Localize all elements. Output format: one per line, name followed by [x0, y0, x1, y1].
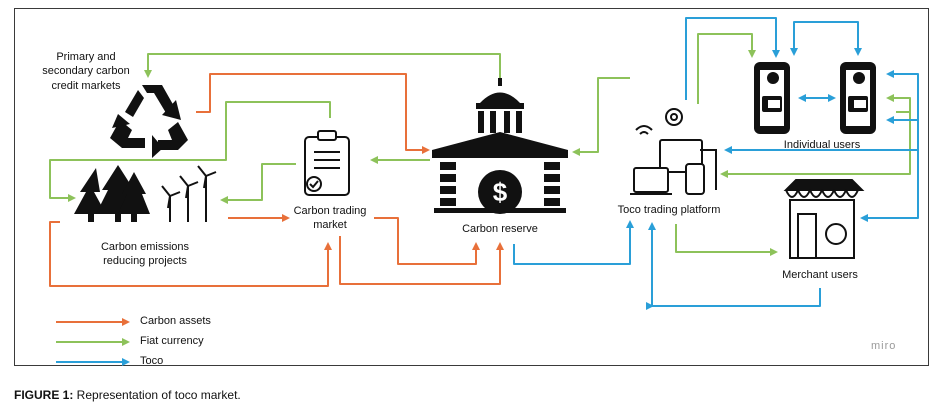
- arrow-users-top-link: [790, 21, 862, 56]
- label-credit-markets: Primary and secondary carbon credit mark…: [42, 51, 130, 92]
- phone-icon-1: [754, 62, 790, 134]
- arrow-projects-loop-to-market: [49, 221, 332, 287]
- trading-platform-icon: [630, 108, 717, 195]
- legend-toco: Toco: [140, 355, 164, 367]
- figure-caption: FIGURE 1: Representation of toco market.: [14, 388, 241, 402]
- label-emission-projects: Carbon emissions reducing projects: [100, 241, 190, 268]
- shop-icon: [783, 179, 865, 259]
- carbon-reserve-icon: [432, 78, 568, 214]
- label-trading-market: Carbon trading market: [293, 205, 367, 232]
- arrow-platform-to-individual: [697, 33, 756, 104]
- forest-icon: [74, 165, 150, 222]
- arrow-market-to-turbines: [220, 163, 296, 204]
- arrow-market-to-reserve-upper: [374, 217, 480, 265]
- recycle-icon: [110, 85, 188, 158]
- arrow-market-to-reserve-lower: [339, 236, 504, 285]
- watermark: miro: [871, 340, 897, 352]
- caption-text: Representation of toco market.: [73, 388, 241, 402]
- label-toco-platform: Toco trading platform: [617, 204, 721, 216]
- label-individual-users: Individual users: [783, 139, 861, 151]
- arrow-credit-markets-to-reserve: [196, 73, 430, 154]
- arrow-platform-up-to-users: [685, 17, 780, 100]
- arrow-reserve-to-platform: [513, 220, 634, 265]
- arrow-merchant-to-platform: [648, 222, 821, 307]
- arrow-users-right-loop: [860, 70, 919, 222]
- arrow-users-green: [886, 94, 911, 150]
- arrow-platform-to-merchant: [675, 224, 778, 256]
- arrow-reserve-to-credit-markets: [144, 53, 501, 78]
- arrow-platform-to-reserve: [572, 77, 630, 156]
- legend-fiat-currency: Fiat currency: [140, 335, 204, 347]
- dollar-sign-icon: $: [493, 177, 508, 207]
- label-merchant-users: Merchant users: [782, 269, 858, 281]
- legend-carbon-assets: Carbon assets: [140, 315, 211, 327]
- clipboard-icon: [304, 130, 350, 196]
- arrow-market-to-projects: [49, 101, 331, 202]
- wind-turbine-icon: [161, 165, 217, 222]
- label-carbon-reserve: Carbon reserve: [462, 223, 538, 235]
- phone-icon-2: [840, 62, 876, 134]
- caption-prefix: FIGURE 1:: [14, 388, 74, 402]
